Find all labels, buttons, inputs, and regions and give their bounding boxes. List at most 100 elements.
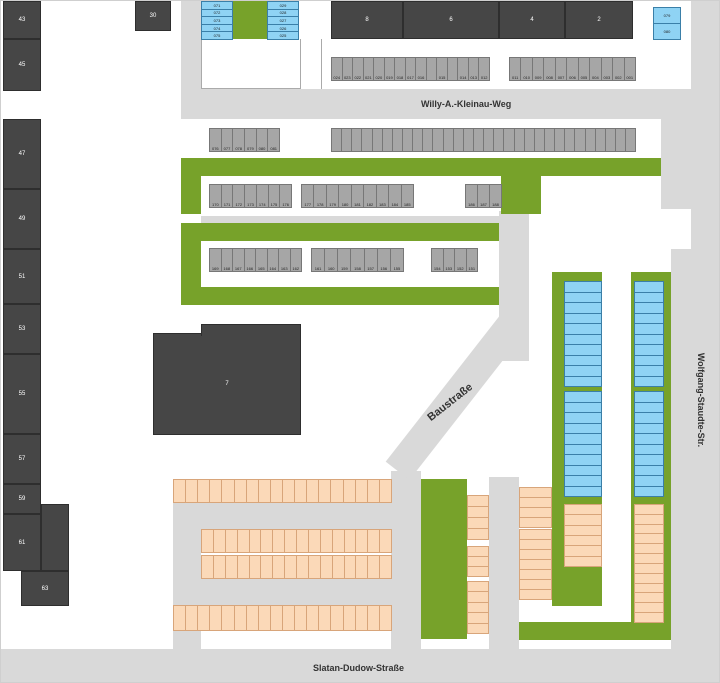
- parking-spot: [467, 622, 489, 635]
- parking-spot: 025: [267, 31, 299, 40]
- building-label: 49: [18, 216, 26, 222]
- parking-spot: 184: [388, 184, 402, 208]
- parking-spot: [564, 375, 602, 387]
- building-label: 55: [18, 391, 26, 397]
- parking-spot: [378, 479, 392, 503]
- parking-stack-blue: [564, 281, 602, 387]
- parking-spot: 178: [313, 184, 327, 208]
- parking-spot: 012: [478, 57, 490, 81]
- parking-spot: 159: [337, 248, 352, 272]
- road-right-upper: [661, 119, 691, 209]
- parking-row-tan: [173, 479, 392, 503]
- parking-spot: 162: [289, 248, 302, 272]
- building-label: 47: [18, 151, 26, 157]
- building-label: 63: [41, 585, 49, 592]
- road-right-vertical: [691, 1, 719, 682]
- green-upper-frame-top: [181, 158, 661, 176]
- parking-spot: [634, 485, 664, 497]
- building-63: 63: [21, 571, 69, 606]
- parking-spot: [634, 375, 664, 387]
- tl-courtyard: [201, 39, 301, 89]
- parking-spot: [634, 612, 664, 623]
- parking-spot: 177: [301, 184, 315, 208]
- building-51: 51: [3, 249, 41, 304]
- building-61: 61: [3, 514, 41, 571]
- building-label: 2: [597, 17, 601, 23]
- parking-spot: [564, 485, 602, 497]
- parking-stack-tan: [519, 529, 552, 600]
- street-label-right: Wolfgang-Staudte-Str.: [696, 352, 706, 448]
- road-left-vertical: [181, 1, 201, 119]
- parking-stack-blue: [564, 391, 602, 497]
- parking-stack-blue: [634, 281, 664, 387]
- parking-spot: 155: [389, 248, 404, 272]
- building-label: 45: [18, 62, 26, 68]
- building-4: 4: [499, 1, 565, 39]
- parking-stack-tan: [467, 495, 489, 540]
- parking-spot: [379, 529, 392, 553]
- building-label: 59: [18, 496, 26, 502]
- road-lower-vertical-2: [489, 477, 519, 649]
- building-45: 45: [3, 39, 41, 91]
- building-55: 55: [3, 354, 41, 434]
- parking-stack-tan: [519, 487, 552, 528]
- green-tl: [233, 1, 267, 39]
- parking-spot: 154: [431, 248, 444, 272]
- parking-spot: 003: [600, 57, 614, 81]
- parking-row: [331, 128, 637, 152]
- parking-row-tan: [173, 605, 392, 631]
- parking-spot: 079: [653, 7, 681, 24]
- building-43: 43: [3, 1, 41, 39]
- parking-spot: 185: [400, 184, 414, 208]
- green-bottom-right: [519, 622, 671, 640]
- street-label-top: Willy-A.-Kleinau-Weg: [421, 99, 512, 109]
- building-59: 59: [3, 484, 41, 514]
- building-label: 7: [225, 381, 229, 387]
- parking-spot: 158: [350, 248, 365, 272]
- building-7: 7: [153, 333, 301, 435]
- road-lower-left-loop-top: [173, 503, 391, 529]
- parking-spot: 188: [489, 184, 502, 208]
- parking-spot: 181: [350, 184, 365, 208]
- road-lower-vertical: [391, 471, 421, 649]
- parking-spot: 001: [623, 57, 636, 81]
- parking-spot: 161: [311, 248, 326, 272]
- parking-spot: 182: [363, 184, 377, 208]
- parking-spot: 006: [566, 57, 579, 81]
- parking-stack-tan: [634, 504, 664, 623]
- parking-stack-blue: [634, 391, 664, 497]
- building-2: 2: [565, 1, 633, 39]
- road-right-lower: [671, 249, 691, 649]
- parking-spot: 151: [465, 248, 478, 272]
- building-8: 8: [331, 1, 403, 39]
- building-53: 53: [3, 304, 41, 354]
- parking-spot: [467, 528, 489, 540]
- green-lower-mid: [421, 479, 467, 639]
- building-label: 51: [18, 273, 26, 280]
- parking-row-tan: [201, 555, 392, 579]
- parking-spot: [467, 566, 489, 577]
- parking-spot: [519, 589, 552, 600]
- parking-spot: [378, 605, 392, 631]
- building-47: 47: [3, 119, 41, 189]
- building-30: 30: [135, 1, 171, 31]
- building-label: 61: [18, 539, 26, 546]
- parking-spot: 179: [325, 184, 340, 208]
- parking-spot: 183: [375, 184, 390, 208]
- building-label: 43: [18, 17, 26, 23]
- parking-stack-tan: [467, 581, 489, 635]
- parking-stack-tan: [564, 504, 602, 567]
- building-7-ext: [201, 324, 301, 336]
- parking-spot: 180: [338, 184, 352, 208]
